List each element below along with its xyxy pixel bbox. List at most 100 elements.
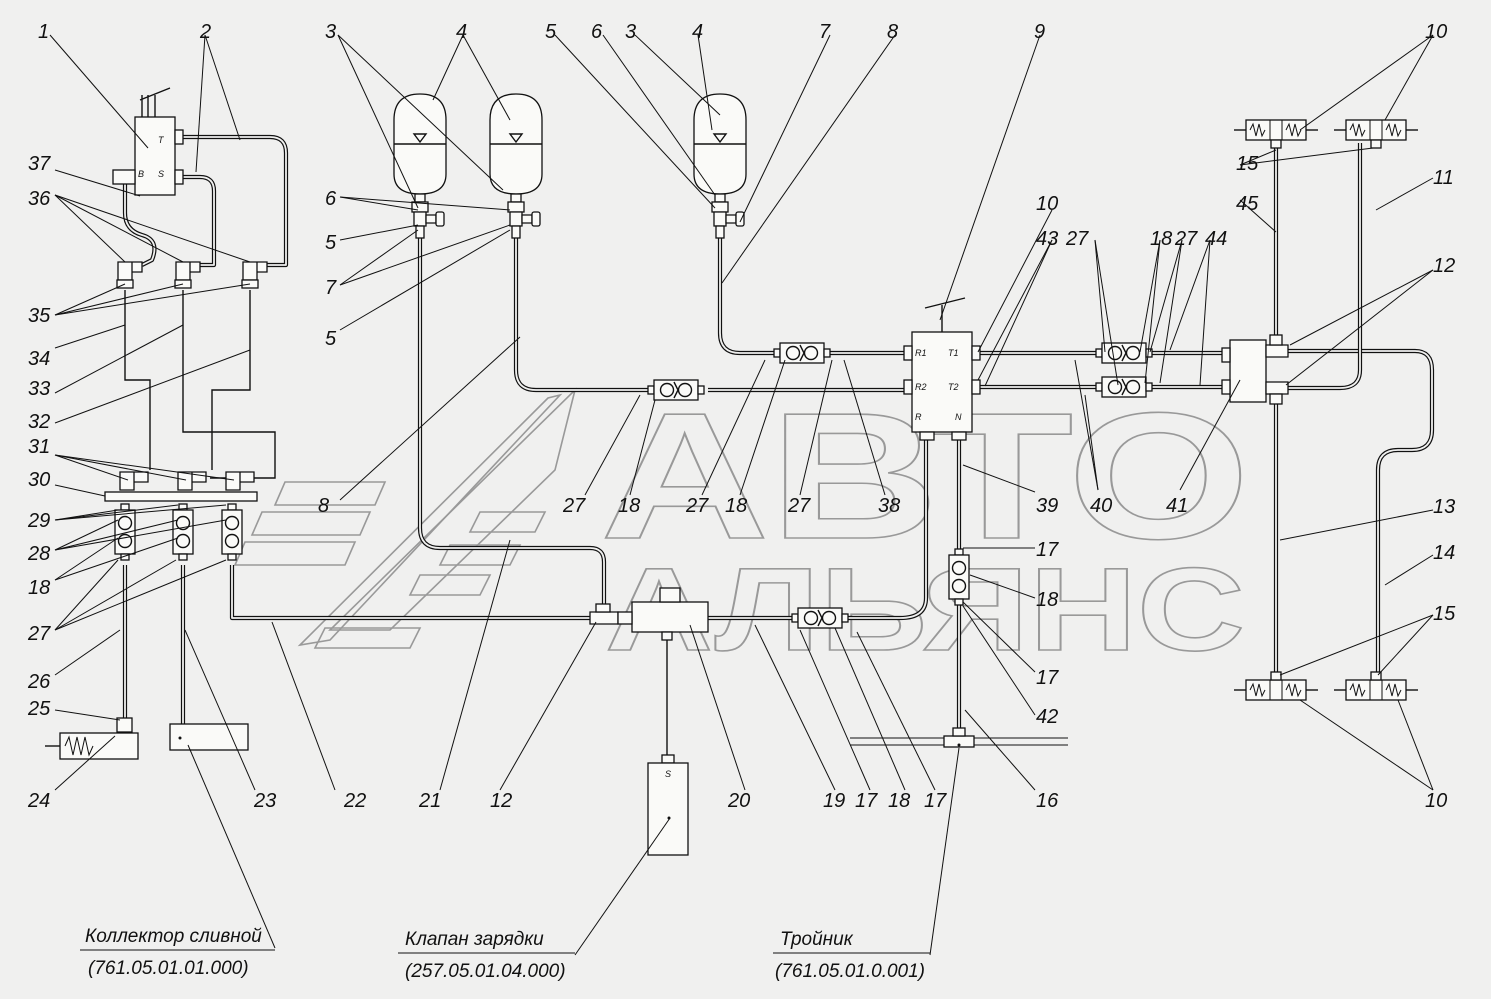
callout-c5c: 5 [325,328,337,350]
callout-c37: 37 [28,153,51,175]
leader-90 [1289,269,1434,346]
caption-charging-valve-code: (257.05.01.04.000) [405,961,566,982]
callout-c27e: 27 [1065,228,1089,250]
callout-c18f: 18 [1150,228,1172,250]
callout-c23: 23 [253,790,276,812]
drain-cylinder [45,717,249,760]
port-N: N [955,412,962,422]
callout-c5a: 5 [545,21,557,43]
leader-11 [739,34,831,223]
callout-c15b: 15 [1433,603,1456,625]
leader-77 [1094,239,1119,386]
leader-15 [54,194,126,263]
leader-29 [54,349,251,424]
port-S-valve: S [665,769,671,779]
leader-63 [584,394,641,496]
callout-c17d: 17 [1036,539,1059,561]
callout-c3b: 3 [625,21,636,43]
caption-charging-valve-name: Клапан зарядки [405,929,544,950]
pipe-inner-13 [1288,143,1361,389]
leader-lines [49,34,1434,956]
callout-c8b: 8 [318,495,329,517]
splitter-block [1221,334,1289,405]
callout-c45: 45 [1236,193,1259,215]
leader-36 [54,504,227,521]
callout-c15a: 15 [1236,153,1259,175]
leader-3 [337,34,419,209]
leader-69 [962,464,1036,493]
caption-drain-collector-code: (761.05.01.01.000) [88,958,249,979]
leader-17 [54,194,251,263]
captions: Коллектор сливной (761.05.01.01.000) Кла… [80,926,930,982]
leader-6 [462,34,511,121]
leader-91 [1285,269,1434,386]
callout-c27c: 27 [685,495,709,517]
leader-18 [339,196,419,211]
callout-c27f: 27 [1174,228,1198,250]
leader-24 [54,283,126,316]
callout-c24: 24 [27,790,50,812]
leader-40 [54,537,119,581]
watermark-logo [233,387,577,649]
leader-16 [54,194,184,263]
leader-64 [629,399,656,496]
callout-c6a: 6 [591,21,603,43]
leader-98 [187,744,276,949]
leader-4 [337,34,504,191]
callout-c12a: 12 [490,790,512,812]
callout-c3a: 3 [325,21,336,43]
leader-95 [1377,614,1434,676]
check-valve-8 [221,503,243,561]
leader-41 [54,537,179,581]
callout-c10a: 10 [1425,21,1447,43]
callout-c33: 33 [28,378,50,400]
callout-c41: 41 [1166,495,1188,517]
pipe-inner-3 [419,238,605,604]
leader-53 [754,624,836,791]
callout-c7b: 7 [325,277,337,299]
callout-c13: 13 [1433,496,1455,518]
pipe-inner-16 [231,565,590,619]
callout-c43: 43 [1036,228,1058,250]
leader-46 [54,709,121,721]
callout-c18d: 18 [618,495,640,517]
leader-97 [1397,699,1434,791]
leader-92 [1279,509,1434,541]
callout-c7a: 7 [819,21,831,43]
callout-c26: 26 [27,671,51,693]
leader-10 [697,34,713,131]
leader-67 [799,359,833,496]
check-valves [114,342,1153,629]
leader-21 [339,229,419,286]
leader-89 [1375,177,1434,211]
callout-c22: 22 [343,790,366,812]
leader-12 [721,34,896,284]
leader-13 [939,34,1041,321]
leader-5 [432,34,464,101]
leader-100 [929,747,960,956]
caption-tee-name: Тройник [780,929,854,950]
leader-58 [962,605,1036,716]
leader-20 [339,224,419,241]
leader-62 [339,336,521,501]
leader-26 [54,283,251,316]
pipe-1 [183,174,217,268]
leader-59 [962,601,1036,673]
leader-93 [1384,554,1434,586]
leader-25 [54,283,184,316]
callout-c40: 40 [1090,495,1112,517]
leader-39 [54,519,227,551]
callout-c4b: 4 [692,21,703,43]
callout-c21: 21 [418,790,441,812]
check-valve-4 [1095,376,1153,398]
leader-35 [54,504,179,521]
callout-c11: 11 [1433,167,1454,189]
pipe-inner-4 [515,236,652,391]
pipe-12 [1288,348,1435,680]
leader-56 [856,631,936,791]
leader-70 [1074,359,1099,491]
callout-c20: 20 [727,790,750,812]
port-R2: R2 [915,382,927,392]
leader-68 [843,359,886,496]
pipe-inner-12 [1288,350,1433,680]
